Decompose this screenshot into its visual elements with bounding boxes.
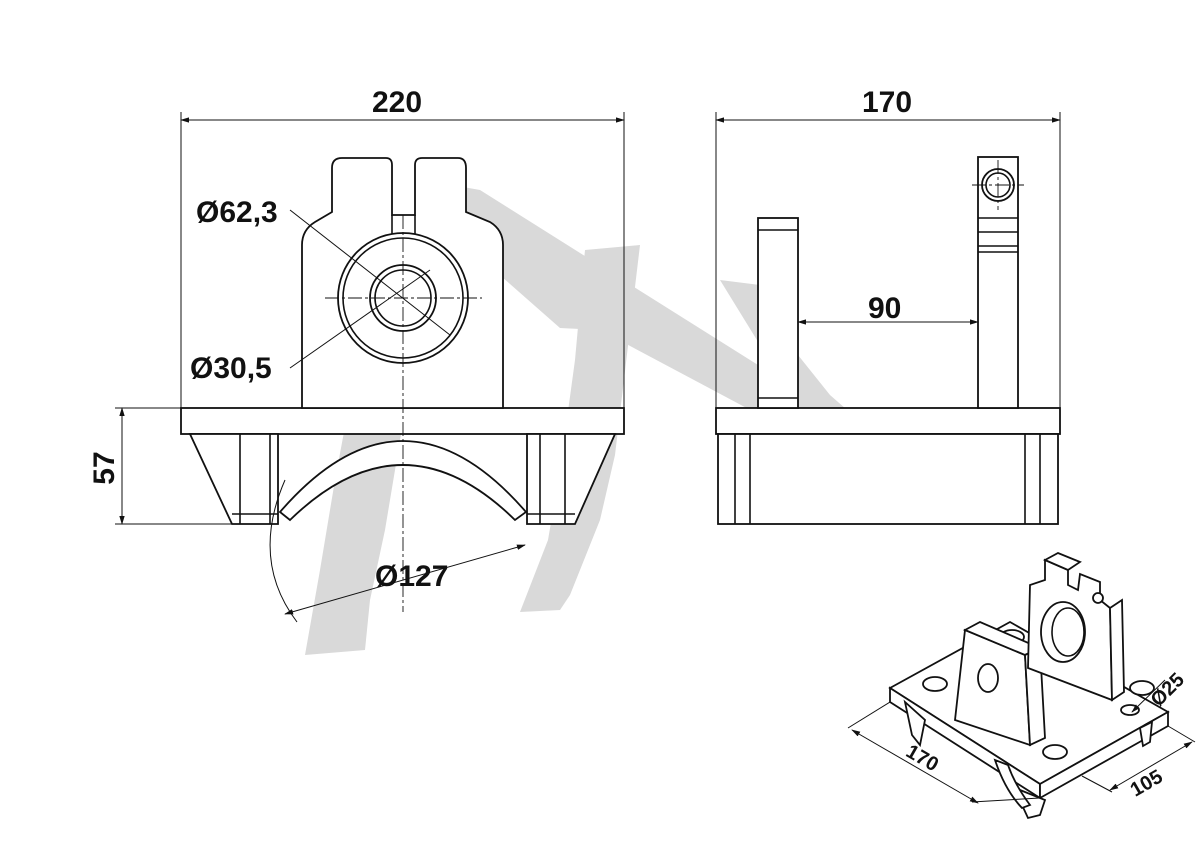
front-view (115, 112, 625, 623)
dim-width-220: 220 (372, 86, 422, 119)
dim-inner-diameter: Ø30,5 (190, 352, 272, 385)
dim-spacing-90: 90 (868, 292, 901, 325)
iso-dim-length-170: 170 (902, 740, 942, 776)
dim-arc-diameter: Ø127 (375, 560, 448, 593)
dim-width-170: 170 (862, 86, 912, 119)
dim-height-57: 57 (88, 451, 121, 484)
iso-dim-width-105: 105 (1127, 766, 1167, 802)
dim-outer-diameter: Ø62,3 (196, 196, 278, 229)
side-view (715, 112, 1061, 525)
iso-view (847, 552, 1196, 820)
